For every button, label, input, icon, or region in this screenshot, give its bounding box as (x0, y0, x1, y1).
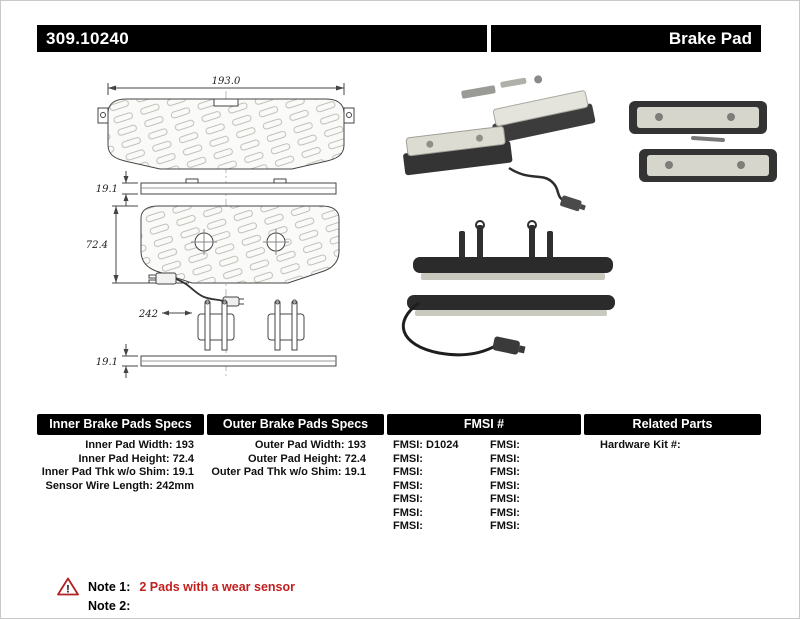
spec-value: 193 (347, 439, 366, 451)
fmsi-subcolumn-2: FMSI: FMSI: FMSI: FMSI: FMSI: FMSI: FMSI… (484, 439, 581, 534)
related-parts-header: Related Parts (584, 414, 761, 435)
notes-section: ! Note 1: 2 Pads with a wear sensor Note… (57, 577, 295, 613)
outer-pad-thickness-row: Outer Pad Thk w/o Shim: 19.1 (207, 466, 384, 480)
note-2: Note 2: (88, 599, 295, 613)
note-1-label: Note 1: (88, 579, 131, 594)
spec-value: D1024 (426, 439, 459, 451)
spec-label: FMSI: (393, 479, 423, 492)
fmsi-row: FMSI: (387, 520, 484, 534)
spec-label: FMSI: (393, 466, 423, 478)
sensor-wire-length-row: Sensor Wire Length: 242mm (37, 480, 204, 494)
part-number: 309.10240 (37, 25, 487, 52)
fmsi-row: FMSI: (484, 439, 581, 453)
svg-text:!: ! (66, 584, 70, 596)
outer-specs-column: Outer Brake Pads Specs Outer Pad Width: … (207, 414, 384, 534)
inner-specs-header: Inner Brake Pads Specs (37, 414, 204, 435)
spec-label: Inner Pad Height: (78, 452, 170, 465)
spec-label: FMSI: (490, 520, 520, 532)
fmsi-row: FMSI: (387, 466, 484, 480)
outer-pad-height-row: Outer Pad Height: 72.4 (207, 453, 384, 467)
spec-label: Hardware Kit #: (600, 439, 681, 451)
spec-label: FMSI: (490, 493, 520, 505)
dim-width-label: 193.0 (212, 76, 241, 87)
dim-thickness-top-label: 19.1 (96, 184, 118, 195)
inner-pad-thickness-row: Inner Pad Thk w/o Shim: 19.1 (37, 466, 204, 480)
hardware-kit-row: Hardware Kit #: (584, 439, 761, 453)
note-1-text: 2 Pads with a wear sensor (139, 579, 295, 594)
fmsi-subcolumn-1: FMSI: D1024 FMSI: FMSI: FMSI: FMSI: FMSI… (387, 439, 484, 534)
spec-label: FMSI: (490, 466, 520, 478)
photo-pad-set-angled (403, 75, 596, 212)
fmsi-row: FMSI: (484, 453, 581, 467)
fmsi-row: FMSI: D1024 (387, 439, 484, 453)
spec-label: FMSI: (393, 439, 423, 451)
spec-label: FMSI: (490, 439, 520, 451)
fmsi-row: FMSI: (387, 480, 484, 494)
spec-value: 193 (175, 439, 194, 451)
spec-label: Outer Pad Width: (254, 439, 345, 451)
fmsi-column: FMSI # FMSI: D1024 FMSI: FMSI: FMSI: FMS… (387, 414, 581, 534)
spec-label: Inner Pad Width: (85, 439, 173, 451)
spec-label: FMSI: (393, 493, 423, 505)
inner-specs-column: Inner Brake Pads Specs Inner Pad Width: … (37, 414, 204, 534)
spec-label: FMSI: (490, 479, 520, 492)
dim-height-label: 72.4 (86, 240, 108, 251)
fmsi-row: FMSI: (484, 466, 581, 480)
outer-pad-width-row: Outer Pad Width: 193 (207, 439, 384, 453)
spec-label: Outer Pad Thk w/o Shim: (211, 466, 342, 478)
dim-sensor-wire-label: 242 (138, 309, 158, 320)
product-photos (401, 75, 777, 357)
technical-drawing: 193.0 19.1 72.4 242 19.1 (86, 76, 355, 378)
inner-pad-height-row: Inner Pad Height: 72.4 (37, 453, 204, 467)
spec-value: 19.1 (344, 466, 366, 478)
fmsi-row: FMSI: (484, 480, 581, 494)
spec-value: 242mm (156, 479, 194, 492)
fmsi-row: FMSI: (387, 507, 484, 521)
fmsi-row: FMSI: (484, 507, 581, 521)
note-1: ! Note 1: 2 Pads with a wear sensor (57, 577, 295, 596)
spec-value: 19.1 (172, 466, 194, 478)
spec-label: Sensor Wire Length: (45, 479, 154, 492)
fmsi-header: FMSI # (387, 414, 581, 435)
spec-label: FMSI: (393, 520, 423, 532)
spec-label: FMSI: (393, 506, 423, 519)
spec-label: Outer Pad Height: (248, 452, 342, 465)
fmsi-row: FMSI: (387, 493, 484, 507)
inner-pad-width-row: Inner Pad Width: 193 (37, 439, 204, 453)
spec-label: FMSI: (490, 452, 520, 465)
fmsi-row: FMSI: (484, 520, 581, 534)
product-type-title: Brake Pad (491, 25, 761, 52)
header: 309.10240 Brake Pad (37, 25, 761, 52)
specs-table: Inner Brake Pads Specs Inner Pad Width: … (37, 414, 761, 534)
fmsi-row: FMSI: (387, 453, 484, 467)
spec-label: FMSI: (490, 506, 520, 519)
warning-icon: ! (57, 577, 79, 596)
dim-thickness-bottom-label: 19.1 (96, 357, 118, 368)
spec-label: FMSI: (393, 452, 423, 465)
spec-label: Inner Pad Thk w/o Shim: (41, 466, 170, 478)
photo-pads-with-wear-sensor (401, 220, 615, 357)
spec-value: 72.4 (344, 452, 366, 465)
related-parts-column: Related Parts Hardware Kit #: (584, 414, 761, 534)
spec-value: 72.4 (172, 452, 194, 465)
note-2-label: Note 2: (88, 599, 131, 613)
outer-specs-header: Outer Brake Pads Specs (207, 414, 384, 435)
photo-pad-pair (629, 101, 777, 182)
fmsi-row: FMSI: (484, 493, 581, 507)
